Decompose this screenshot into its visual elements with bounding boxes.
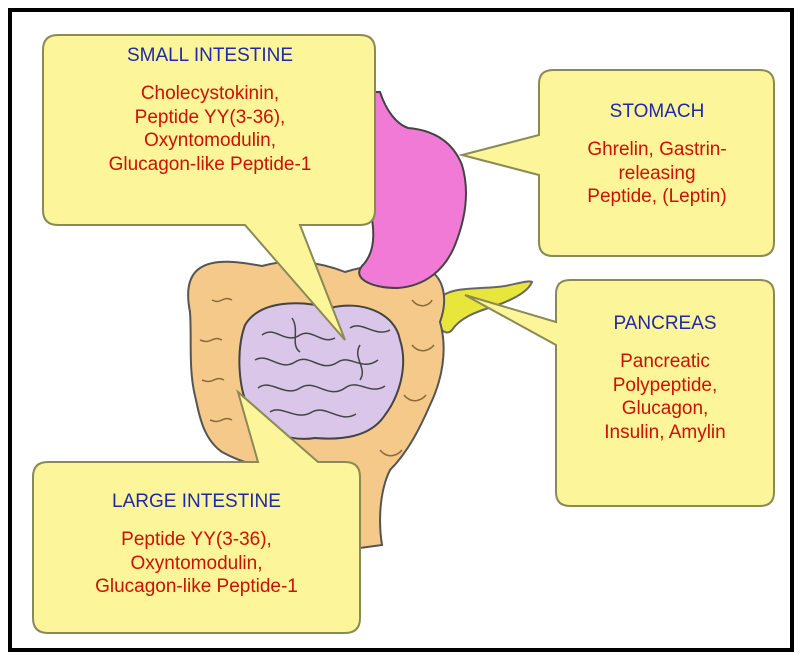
pancreas-title: PANCREAS bbox=[558, 312, 772, 336]
hormone-line: Peptide YY(3-36), bbox=[35, 528, 358, 552]
large-intestine-title: LARGE INTESTINE bbox=[35, 490, 358, 514]
hormone-line: Oxyntomodulin, bbox=[45, 129, 375, 153]
hormone-line: releasing bbox=[542, 162, 772, 186]
hormone-line: Glucagon-like Peptide-1 bbox=[45, 153, 375, 177]
hormone-line: Cholecystokinin, bbox=[45, 82, 375, 106]
hormone-line: Glucagon-like Peptide-1 bbox=[35, 575, 358, 599]
small-intestine-hormones: Cholecystokinin, Peptide YY(3-36), Oxynt… bbox=[45, 82, 375, 177]
small-intestine-title: SMALL INTESTINE bbox=[45, 44, 375, 68]
hormone-line: Glucagon, bbox=[558, 397, 772, 421]
pancreas-label: PANCREAS Pancreatic Polypeptide, Glucago… bbox=[558, 312, 772, 445]
stomach-label: STOMACH Ghrelin, Gastrin- releasing Pept… bbox=[542, 100, 772, 209]
hormone-line: Insulin, Amylin bbox=[558, 421, 772, 445]
pancreas-hormones: Pancreatic Polypeptide, Glucagon, Insuli… bbox=[558, 350, 772, 445]
stomach-title: STOMACH bbox=[542, 100, 772, 124]
large-intestine-hormones: Peptide YY(3-36), Oxyntomodulin, Glucago… bbox=[35, 528, 358, 599]
hormone-line: Pancreatic bbox=[558, 350, 772, 374]
stomach-hormones: Ghrelin, Gastrin- releasing Peptide, (Le… bbox=[542, 138, 772, 209]
large-intestine-label: LARGE INTESTINE Peptide YY(3-36), Oxynto… bbox=[35, 490, 358, 599]
hormone-line: Peptide YY(3-36), bbox=[45, 106, 375, 130]
hormone-line: Peptide, (Leptin) bbox=[542, 185, 772, 209]
hormone-line: Ghrelin, Gastrin- bbox=[542, 138, 772, 162]
hormone-line: Oxyntomodulin, bbox=[35, 552, 358, 576]
hormone-line: Polypeptide, bbox=[558, 374, 772, 398]
small-intestine-label: SMALL INTESTINE Cholecystokinin, Peptide… bbox=[45, 44, 375, 177]
